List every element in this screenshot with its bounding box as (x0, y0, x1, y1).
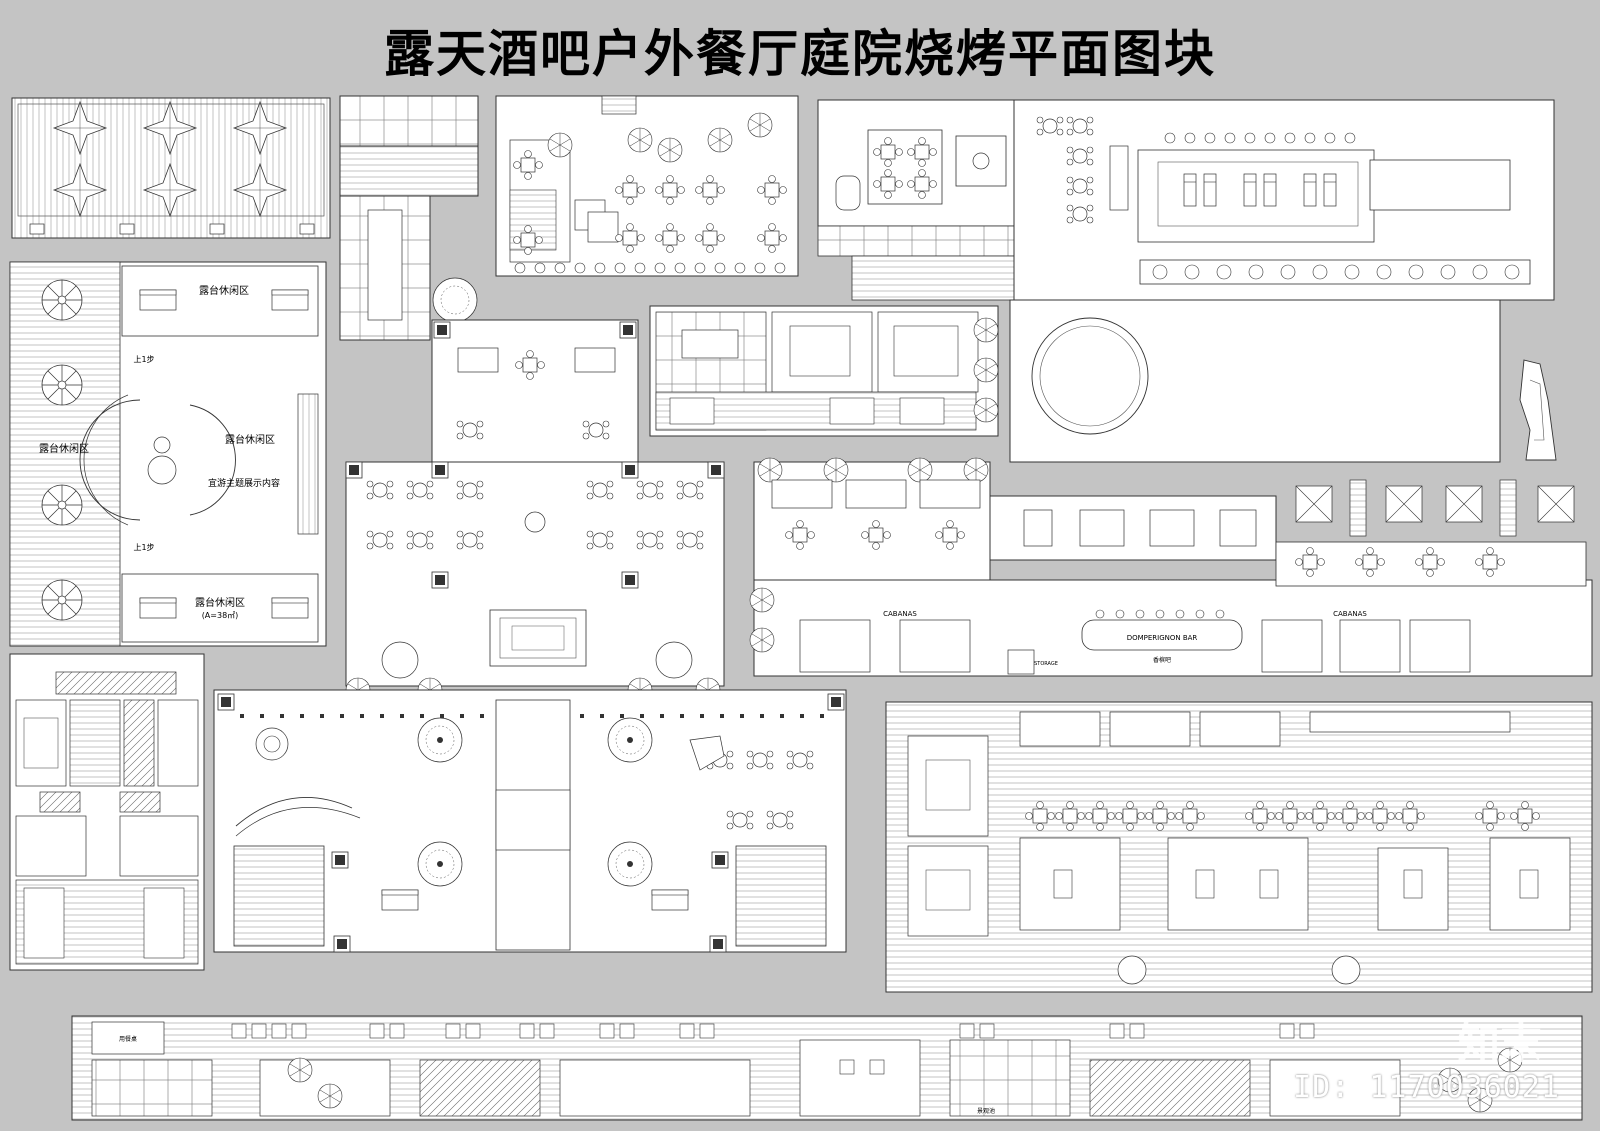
label-step-up-top: 上1步 (133, 355, 154, 364)
plan-large-deck (885, 701, 1593, 993)
plan-tiled-path (339, 95, 479, 341)
image-id-label: ID: 1170036021 (1293, 1070, 1560, 1105)
plan-courtyard (345, 319, 725, 703)
label-terrace-lounge-top: 露台休闲区 (199, 284, 249, 297)
plan-ramp (1519, 359, 1557, 461)
plan-panel-layout (9, 653, 205, 971)
label-theme-display: 宜游主题展示内容 (208, 477, 280, 489)
label-bar-name: DOMPERIGNON BAR (1127, 634, 1198, 642)
label-terrace-lounge-mid: 露台休闲区 (225, 433, 275, 446)
label-terrace-lounge-left: 露台休闲区 (39, 442, 89, 455)
label-cabanas-left: CABANAS (883, 610, 917, 618)
plan-terrace-lounge: 露台休闲区 露台休闲区 露台休闲区 宜游主题展示内容 上1步 上1步 露台休闲区… (9, 261, 327, 647)
watermark-logo: 知末 (1457, 1019, 1542, 1068)
plan-umbrella-tables (1295, 479, 1575, 537)
label-storage: STORAGE (1034, 661, 1058, 667)
label-bar-cn: 香槟吧 (1153, 656, 1171, 664)
plan-bottom-strip: 用餐桌 景观池 (71, 1015, 1583, 1121)
plan-pool-bar (817, 99, 1555, 463)
label-cabanas-right: CABANAS (1333, 610, 1367, 618)
label-scenic-pool: 景观池 (977, 1107, 995, 1115)
label-table: 用餐桌 (119, 1035, 137, 1043)
plan-deck-umbrellas (11, 97, 331, 239)
sheet-title: 露天酒吧户外餐厅庭院烧烤平面图块 (384, 25, 1216, 83)
label-step-up-bottom: 上1步 (133, 543, 154, 552)
plan-sofa-grid (649, 305, 999, 437)
label-terrace-lounge-bottom: 露台休闲区 (195, 596, 245, 609)
label-terrace-area: (A=38㎡) (202, 611, 239, 620)
plan-garden-dining (495, 95, 799, 277)
plan-cabanas-bar: CABANAS CABANAS DOMPERIGNON BAR 香槟吧 STOR… (749, 457, 1593, 677)
plan-lower-courtyard (213, 689, 847, 953)
